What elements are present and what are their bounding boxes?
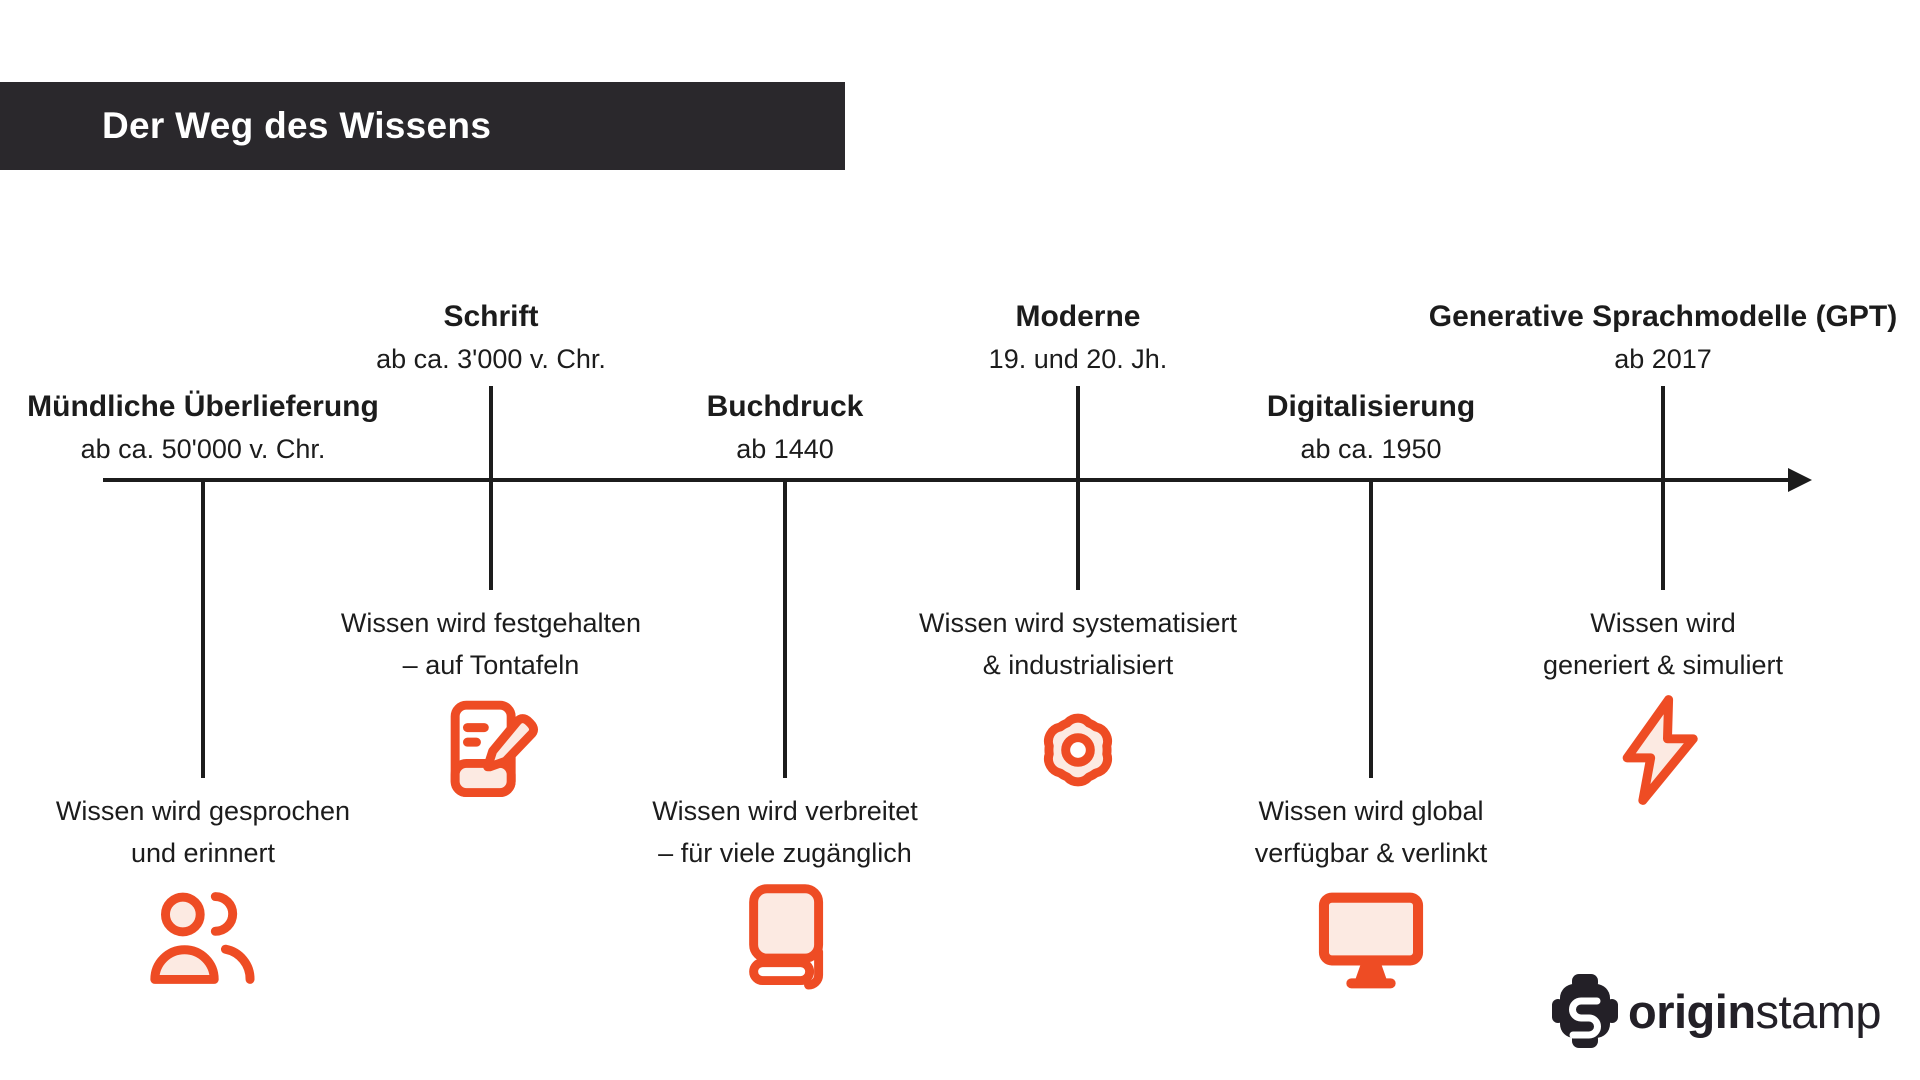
originstamp-mark-icon [1552,974,1618,1048]
originstamp-wordmark: originstamp [1628,984,1882,1038]
milestone-title: Mündliche Überlieferung [27,390,379,423]
milestone-description: Wissen wird gesprochen und erinnert [55,796,351,868]
milestone-description: Wissen wird verbreitet – für viele zugän… [652,796,918,868]
milestone-date: ab 1440 [736,434,834,464]
lightning-icon [1607,694,1719,806]
milestone-title: Moderne [1015,300,1141,333]
book-icon [729,882,841,994]
milestone-generative-sprachmodelle: Generative Sprachmodelle (GPT) ab 2017 W… [1383,0,1920,1080]
milestone-muendliche-ueberlieferung: Mündliche Überlieferung ab ca. 50'000 v.… [0,0,483,1080]
people-icon [147,882,259,994]
page-title: Der Weg des Wissens [102,105,492,146]
milestone-description: Wissen wird festgehalten – auf Tontafeln [340,608,642,680]
milestone-description: Wissen wird generiert & simuliert [1542,608,1784,680]
timeline-arrowhead-icon [1788,468,1812,492]
timeline-tick [1076,386,1080,590]
milestone-description: Wissen wird systematisiert & industriali… [918,608,1238,680]
timeline-tick [489,386,493,590]
timeline-tick [1661,386,1665,590]
milestone-digitalisierung: Digitalisierung ab ca. 1950 Wissen wird … [1091,0,1651,1080]
milestone-schrift: Schrift ab ca. 3'000 v. Chr. Wissen wird… [211,0,771,1080]
milestone-title: Schrift [443,300,539,333]
milestone-date: ab ca. 50'000 v. Chr. [80,434,326,464]
milestone-title: Generative Sprachmodelle (GPT) [1428,300,1898,333]
milestone-moderne: Moderne 19. und 20. Jh. Wissen wird syst… [798,0,1358,1080]
title-banner: Der Weg des Wissens [0,82,845,170]
milestone-date: 19. und 20. Jh. [988,344,1168,374]
timeline-tick [783,482,787,778]
timeline-tick [201,482,205,778]
gear-icon [1022,694,1134,806]
originstamp-logo: originstamp [1552,974,1882,1048]
monitor-icon [1315,882,1427,994]
timeline-tick [1369,482,1373,778]
milestone-title: Buchdruck [706,390,864,423]
milestone-date: ab ca. 3'000 v. Chr. [376,344,606,374]
timeline-axis [103,478,1793,482]
milestone-buchdruck: Buchdruck ab 1440 Wissen wird verbreitet… [505,0,1065,1080]
milestone-description: Wissen wird global verfügbar & verlinkt [1254,796,1488,868]
writing-tablet-icon [435,694,547,806]
milestone-date: ab ca. 1950 [1300,434,1442,464]
milestone-date: ab 2017 [1614,344,1712,374]
milestone-title: Digitalisierung [1266,390,1476,423]
